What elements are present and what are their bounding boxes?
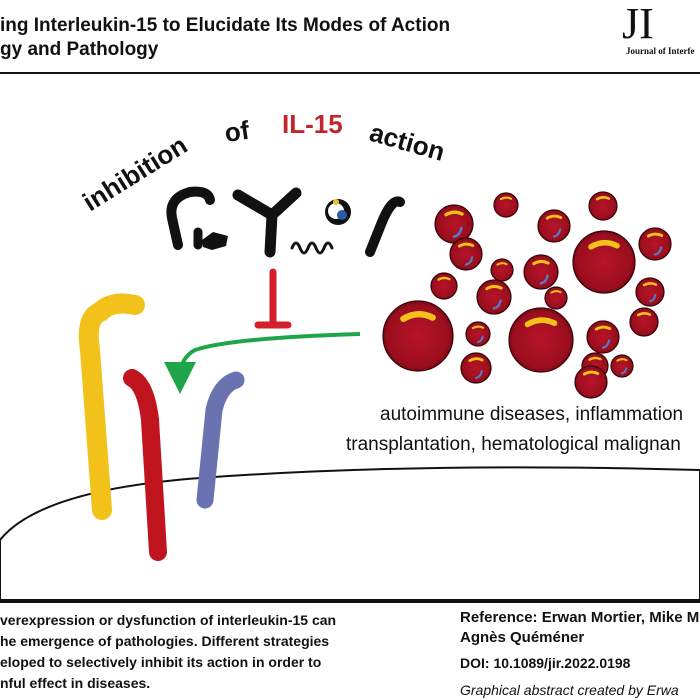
cell-reflection <box>464 256 474 266</box>
cell-highlight <box>524 317 558 328</box>
cell-highlight <box>499 196 513 201</box>
reference-line-1: Reference: Erwan Mortier, Mike M <box>460 609 700 626</box>
journal-logo: JI Journal of Interfe <box>622 0 695 57</box>
heading-word-of: of <box>223 115 252 148</box>
cell-highlight <box>582 370 600 376</box>
small-molecule-icon <box>325 199 351 225</box>
spring-molecule <box>290 241 334 255</box>
cell-reflection <box>452 226 463 238</box>
cell-highlight <box>594 325 612 331</box>
cell-reflection <box>552 228 562 238</box>
credit-text: Graphical abstract created by Erwa <box>460 682 679 698</box>
disease-line-1: autoimmune diseases, inflammation <box>380 404 684 425</box>
cell-reflection <box>492 299 502 310</box>
inhibition-symbol <box>254 268 292 329</box>
cell-highlight <box>595 196 611 201</box>
header-title-line-1: ing Interleukin-15 to Elucidate Its Mode… <box>0 15 451 36</box>
receptor-blue <box>196 371 245 509</box>
cell-highlight <box>636 312 652 317</box>
cell-highlight <box>468 357 484 362</box>
cell-highlight <box>550 290 562 294</box>
cell-cluster <box>382 191 672 399</box>
cell-highlight <box>400 311 436 322</box>
header-divider <box>0 72 700 74</box>
summary-line-3: eloped to selectively inhibit its action… <box>0 654 322 670</box>
cell-reflection <box>601 339 611 349</box>
doi-text: DOI: 10.1089/jir.2022.0198 <box>460 655 631 671</box>
receptor-red <box>123 369 167 561</box>
receptor-yellow <box>78 293 145 520</box>
cell-highlight <box>532 259 550 266</box>
cell-membrane <box>0 466 700 601</box>
cell-reflection <box>649 293 657 303</box>
cell-reflection <box>653 246 663 256</box>
reference: Reference: Erwan Mortier, Mike M Agnès Q… <box>460 608 699 648</box>
summary-line-4: nful effect in diseases. <box>0 675 151 691</box>
cell-highlight <box>444 210 464 217</box>
heading-word-il15: IL-15 <box>282 109 343 139</box>
cell-highlight <box>545 214 563 220</box>
cell-reflection <box>621 367 628 375</box>
heading-word-action: action <box>366 117 448 167</box>
disease-line-2: transplantation, hematological malignan <box>346 434 681 455</box>
summary-line-1: verexpression or dysfunction of interleu… <box>0 612 337 628</box>
inhibitor-arc-shape <box>365 196 405 257</box>
cell-reflection <box>477 335 484 343</box>
cell-highlight <box>437 276 451 281</box>
cell-reflection <box>474 370 483 380</box>
cell-highlight <box>646 232 664 238</box>
journal-logo-subtitle: Journal of Interfe <box>626 46 695 56</box>
summary-text: verexpression or dysfunction of interleu… <box>0 610 336 694</box>
inhibitor-receptor-shape <box>166 186 215 250</box>
cell-highlight <box>496 262 508 266</box>
cell-highlight <box>457 242 475 248</box>
cell-reflection <box>539 274 549 285</box>
antibody-icon <box>232 187 302 258</box>
hexagon-molecule <box>202 232 228 250</box>
cell-highlight <box>485 284 503 291</box>
header-title: ing Interleukin-15 to Elucidate Its Mode… <box>0 14 450 62</box>
header-title-line-2: gy and Pathology <box>0 39 159 60</box>
cell-highlight <box>642 282 658 287</box>
journal-logo-mark: JI <box>622 0 654 48</box>
inhibitors-group <box>166 186 405 258</box>
summary-line-2: he emergence of pathologies. Different s… <box>0 633 330 649</box>
disease-list: autoimmune diseases, inflammation transp… <box>346 400 683 460</box>
footer-divider <box>0 601 700 603</box>
reference-line-2: Agnès Quéméner <box>460 629 585 646</box>
cell-highlight <box>588 356 602 361</box>
cell-highlight <box>588 239 620 250</box>
activation-arrow <box>164 332 361 394</box>
cell-highlight <box>616 358 628 362</box>
cell-highlight <box>471 325 485 330</box>
